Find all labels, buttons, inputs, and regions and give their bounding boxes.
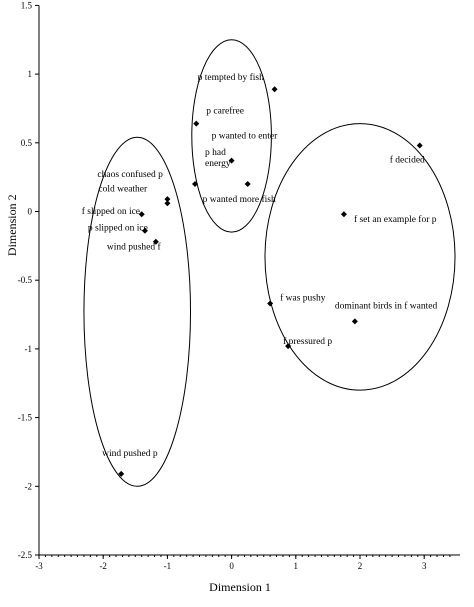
y-tick-label: -0.5	[18, 275, 33, 285]
data-point-label: f pressured p	[283, 336, 332, 347]
data-point-marker	[244, 181, 251, 188]
cluster-ellipses	[83, 39, 456, 487]
data-point-label: chaos confused p	[97, 169, 163, 180]
data-point-label: p tempted by fish	[198, 72, 264, 83]
x-tick-label: -3	[35, 561, 43, 571]
cluster-ellipse-1	[191, 39, 272, 233]
data-point-marker	[152, 238, 159, 245]
data-point-label: p carefree	[206, 106, 244, 117]
data-point-label: wind pushed p	[102, 449, 158, 459]
axes	[38, 5, 460, 556]
x-tick-label: -1	[164, 561, 172, 571]
data-point-label: f was pushy	[280, 293, 326, 304]
data-point-marker	[271, 86, 278, 93]
y-tick-label: -2	[25, 481, 33, 491]
data-point-marker	[351, 318, 358, 325]
data-point-marker	[118, 470, 125, 477]
data-point-label: dominant birds in f wanted	[335, 300, 438, 311]
data-point-marker	[228, 157, 235, 164]
x-tick-label: 2	[358, 561, 363, 571]
y-tick-label: -1.5	[18, 413, 33, 423]
data-point-label: p slipped on ice	[88, 224, 148, 234]
cluster-ellipse-3	[264, 123, 456, 391]
data-point-marker	[141, 227, 148, 234]
data-point-marker	[192, 181, 199, 188]
data-point-marker	[285, 343, 292, 350]
data-point-label: cold weather	[98, 184, 148, 194]
data-point-marker	[164, 200, 171, 207]
data-point-marker	[416, 142, 423, 149]
data-point-label: f slipped on ice	[82, 206, 140, 217]
x-axis-title: Dimension 1	[209, 580, 271, 594]
data-point-label: p wanted to enter	[212, 132, 279, 142]
y-axis-title: Dimension 2	[5, 194, 19, 256]
data-point-marker	[138, 211, 145, 218]
x-tick-label: 3	[422, 561, 427, 571]
data-point-label: wind pushed f	[107, 242, 162, 253]
y-tick-label: 1.5	[21, 0, 33, 10]
data-point-marker	[164, 196, 171, 203]
data-point-label: f set an example for p	[354, 214, 437, 225]
y-tick-label: 0.5	[21, 138, 33, 148]
data-point-label: f decided	[390, 155, 425, 166]
cluster-ellipse-2	[83, 136, 192, 487]
x-tick-label: 1	[294, 561, 299, 571]
y-tick-label: 0	[28, 207, 33, 217]
y-axis-ticks: -2.5 -2 -1.5 -1 -0.5 0 0.5 1 1.5	[18, 0, 39, 560]
data-points: p tempted by fish p carefree p wanted to e…	[82, 72, 438, 477]
data-point-marker	[193, 120, 200, 127]
y-tick-label: -2.5	[18, 550, 33, 560]
y-tick-label: -1	[25, 344, 33, 354]
y-tick-label: 1	[28, 69, 33, 79]
x-axis-ticks: -3 -2 -1 0 1 2 3	[35, 555, 451, 571]
data-point-label: p wanted more fish	[203, 194, 276, 205]
data-point-marker	[340, 211, 347, 218]
x-tick-label: 0	[229, 561, 234, 571]
x-tick-label: -2	[99, 561, 107, 571]
data-point-marker	[267, 300, 274, 307]
